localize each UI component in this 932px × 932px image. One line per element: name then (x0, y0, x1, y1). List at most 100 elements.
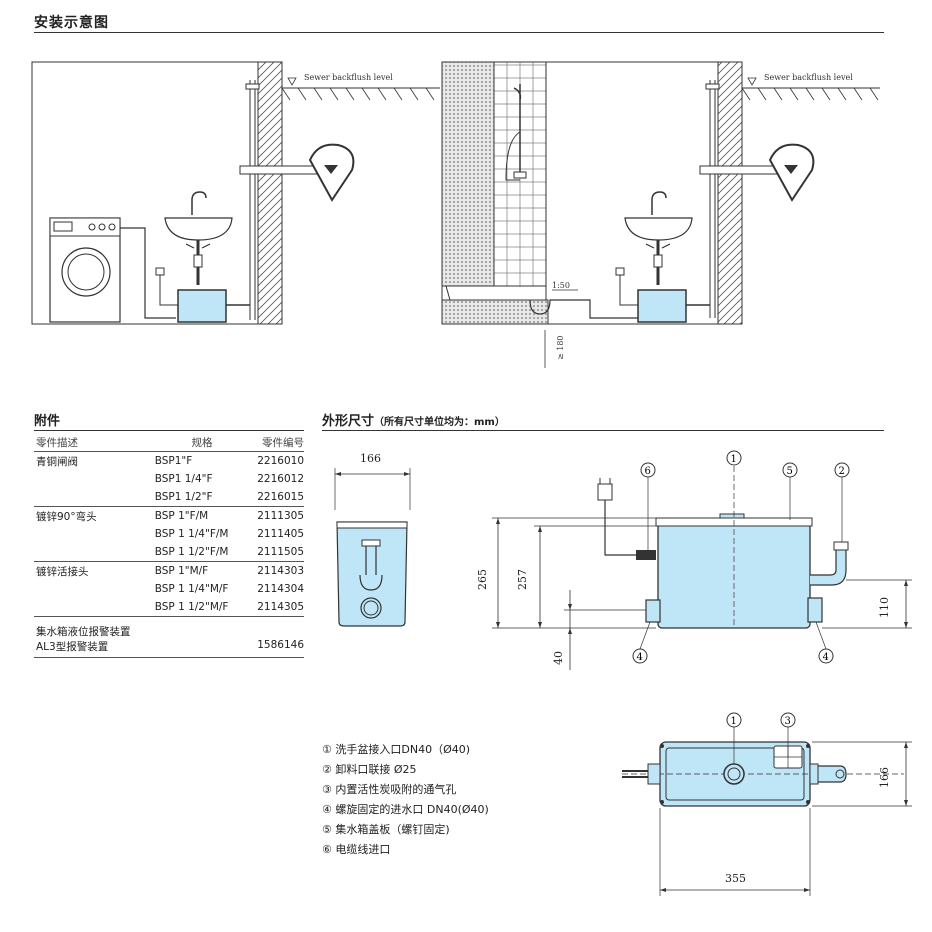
row-spec (144, 638, 250, 658)
row-spec: BSP 1"M/F (154, 565, 209, 577)
legend-text: 集水箱盖板（螺钉固定) (335, 823, 450, 836)
row-spec: BSP 1 1/2"F/M (144, 543, 250, 562)
svg-text:3: 3 (785, 716, 791, 727)
sewer-level-marker-right (747, 77, 757, 86)
dimensions-divider (322, 430, 884, 431)
row-spec: BSP 1 1/4"M/F (154, 583, 229, 595)
bottom-offset-label: 40 (552, 651, 565, 665)
legend-item: ⑤ 集水箱盖板（螺钉固定) (322, 820, 489, 840)
svg-text:5: 5 (787, 466, 793, 477)
title-divider (34, 32, 884, 33)
callout-1-top: 1 (726, 712, 742, 728)
legend-text: 螺旋固定的进水口 DN40(Ø40) (335, 803, 489, 816)
svg-text:2: 2 (839, 466, 845, 477)
sewer-level-marker-left (287, 77, 297, 86)
header-code: 零件编号 (249, 433, 304, 452)
dimension-drawings: 166 265 257 40 (334, 450, 912, 896)
row-desc (34, 598, 145, 617)
legend-num: ③ (322, 783, 332, 796)
left-install-diagram: Sewer backflush level (31, 61, 440, 325)
row-code: 2114303 (257, 565, 304, 577)
legend-num: ② (322, 763, 332, 776)
callout-2: 2 (834, 462, 850, 542)
slope-label: 1:50 (552, 281, 570, 290)
legend-text: 洗手盆接入口DN40（Ø40) (335, 743, 471, 756)
legend-item: ③ 内置活性炭吸附的通气孔 (322, 780, 489, 800)
table-row: 镀锌活接头 BSP 1"M/F 2114303 (34, 562, 304, 581)
row-desc: AL3型报警装置 (34, 638, 145, 658)
svg-text:1: 1 (731, 716, 737, 727)
accessories-divider (34, 430, 304, 431)
left-pump-tank (177, 289, 227, 323)
legend-item: ① 洗手盆接入口DN40（Ø40) (322, 740, 489, 760)
header-spec: 规格 (144, 433, 250, 452)
front-view: 265 257 40 110 6 1 5 2 4 4 (476, 450, 912, 670)
legend-num: ⑥ (322, 843, 332, 856)
legend-text: 电缆线进口 (335, 843, 391, 856)
legend-item: ⑥ 电缆线进口 (322, 840, 489, 860)
dimensions-title: 外形尺寸（所有尺寸单位均为：mm） (322, 410, 505, 429)
legend-item: ④ 螺旋固定的进水口 DN40(Ø40) (322, 800, 489, 820)
callout-6: 6 (640, 462, 656, 550)
install-section-title: 安装示意图 (34, 15, 109, 31)
height-total-label: 265 (476, 569, 489, 590)
row-spec: BSP1 1/4"F (154, 473, 213, 485)
side-view: 166 (334, 452, 411, 627)
row-spec: BSP 1"F/M (154, 510, 209, 522)
right-sink (624, 191, 693, 285)
table-row: 集水箱液位报警装置 (34, 617, 304, 639)
top-length-label: 355 (725, 872, 746, 885)
callout-5: 5 (782, 462, 798, 520)
row-code: 2216012 (257, 473, 304, 485)
row-desc: 青铜闸阀 (36, 455, 78, 468)
legend-num: ① (322, 743, 332, 756)
callout-3: 3 (780, 712, 796, 728)
top-view: 1 3 166 355 (622, 712, 912, 896)
row-code: 2114305 (249, 598, 304, 617)
legend-num: ④ (322, 803, 332, 816)
table-row: AL3型报警装置 1586146 (34, 638, 304, 658)
legend-num: ⑤ (322, 823, 332, 836)
callout-4-right: 4 (815, 621, 834, 664)
svg-text:1: 1 (731, 454, 737, 465)
row-desc: 镀锌活接头 (36, 565, 89, 578)
legend-text: 卸料口联接 Ø25 (335, 763, 417, 776)
row-code: 2111505 (249, 543, 304, 562)
row-desc (34, 488, 145, 507)
height-label: ≥ 180 (556, 335, 565, 360)
row-desc (34, 543, 145, 562)
row-spec: BSP 1 1/2"M/F (144, 598, 250, 617)
row-desc: 镀锌90°弯头 (36, 510, 97, 523)
row-desc: 集水箱液位报警装置 (36, 625, 131, 638)
right-wall (717, 61, 743, 325)
svg-text:4: 4 (823, 652, 829, 663)
dimensions-title-text: 外形尺寸 (322, 414, 375, 429)
table-row: BSP1 1/4"F 2216012 (34, 470, 304, 488)
accessories-title: 附件 (34, 414, 61, 429)
side-width-label: 166 (360, 452, 381, 465)
left-sewer-label: Sewer backflush level (304, 73, 393, 82)
left-sink (164, 191, 233, 285)
shower-glass (441, 61, 495, 287)
row-spec: BSP 1 1/4"F/M (154, 528, 229, 540)
left-wall (257, 61, 283, 325)
table-row: 镀锌90°弯头 BSP 1"F/M 2111305 (34, 507, 304, 526)
installation-diagrams: Sewer backflush level (31, 61, 880, 368)
dimensions-subtitle: （所有尺寸单位均为：mm） (374, 417, 505, 428)
row-code: 2111405 (257, 528, 304, 540)
right-install-diagram: 1:50 ≥ 180 Sewer backflush level (441, 61, 880, 368)
legend-list: ① 洗手盆接入口DN40（Ø40) ② 卸料口联接 Ø25 ③ 内置活性炭吸附的… (322, 740, 489, 860)
row-spec: BSP1 1/2"F (144, 488, 250, 507)
right-sewer-label: Sewer backflush level (764, 73, 853, 82)
row-code: 2216010 (257, 455, 304, 467)
svg-text:4: 4 (637, 652, 643, 663)
inlet-height-label: 110 (878, 597, 891, 618)
callout-1: 1 (726, 450, 742, 466)
row-code: 1586146 (249, 638, 304, 658)
row-code: 2111305 (257, 510, 304, 522)
